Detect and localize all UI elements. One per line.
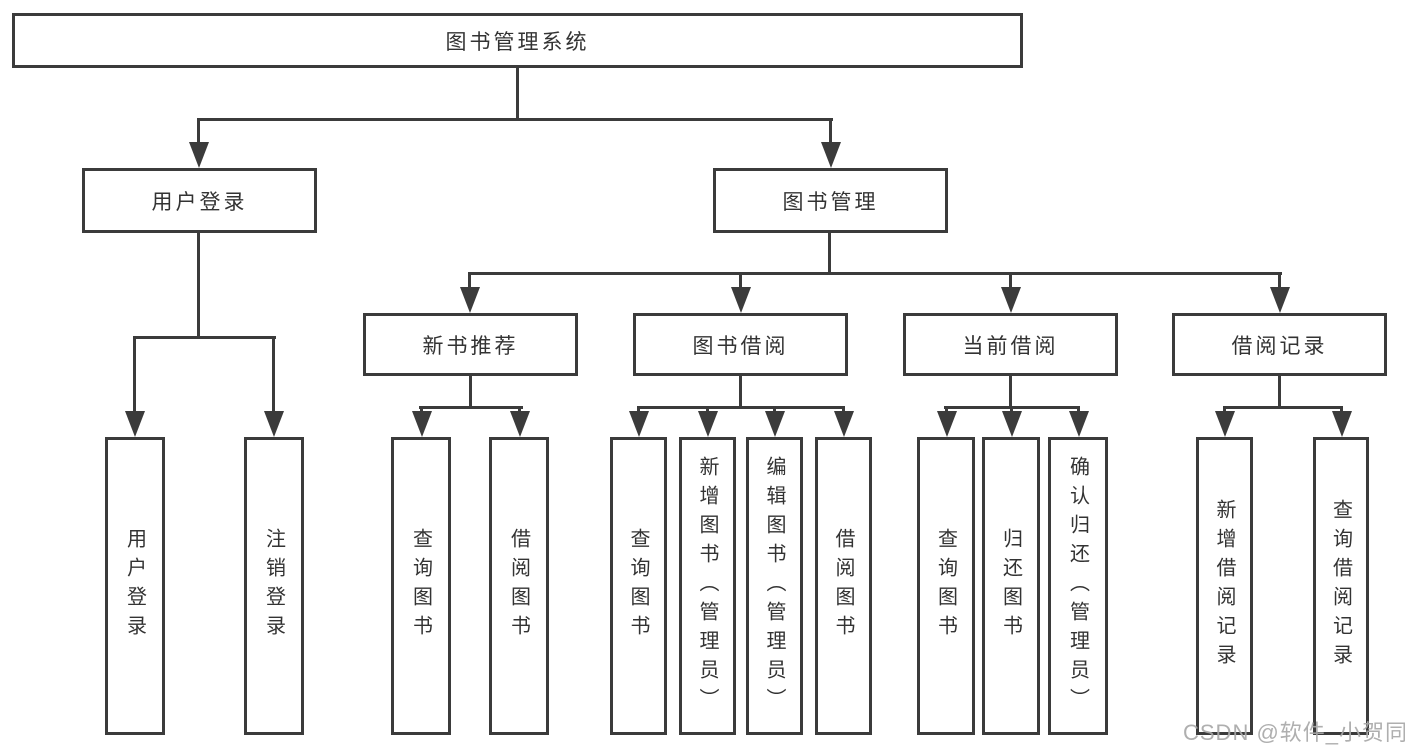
connector-level1-horizontal [197, 118, 833, 121]
node-user-login: 用户登录 [82, 168, 317, 233]
arrow-down-icon [1001, 406, 1022, 437]
leaf-borrow-books-2-label: 借阅图书 [832, 528, 854, 644]
leaf-borrow-books-1: 借阅图书 [489, 437, 549, 735]
connector-bookborrow-stem [739, 376, 742, 409]
leaf-query-books-3: 查询图书 [917, 437, 975, 735]
node-new-book-recommend-label: 新书推荐 [422, 334, 519, 358]
arrow-down-icon [1331, 406, 1352, 437]
leaf-query-borrow-record: 查询借阅记录 [1313, 437, 1369, 735]
leaf-edit-book-admin: 编辑图书（管理员） [746, 437, 803, 735]
arrow-down-icon [833, 406, 854, 437]
arrow-down-icon [820, 120, 841, 168]
node-new-book-recommend: 新书推荐 [363, 313, 578, 376]
arrow-down-icon [124, 338, 145, 437]
node-current-borrow: 当前借阅 [903, 313, 1118, 376]
arrow-down-icon [509, 406, 530, 437]
connector-book-mgmt-stem [828, 233, 831, 275]
node-book-management: 图书管理 [713, 168, 948, 233]
connector-user-login-horizontal [133, 336, 276, 339]
node-borrow-records-label: 借阅记录 [1231, 334, 1328, 358]
arrow-down-icon [411, 406, 432, 437]
leaf-query-books-1: 查询图书 [391, 437, 451, 735]
node-book-management-label: 图书管理 [782, 190, 879, 214]
leaf-return-book: 归还图书 [982, 437, 1040, 735]
leaf-user-login-label: 用户登录 [123, 528, 146, 644]
connector-bookborrow-horizontal [637, 406, 845, 409]
node-root: 图书管理系统 [12, 13, 1023, 68]
leaf-add-book-admin: 新增图书（管理员） [679, 437, 736, 735]
leaf-add-borrow-record: 新增借阅记录 [1196, 437, 1253, 735]
connector-records-stem [1278, 376, 1281, 409]
arrow-down-icon [1068, 406, 1089, 437]
leaf-user-login: 用户登录 [105, 437, 165, 735]
leaf-logout-label: 注销登录 [262, 528, 285, 644]
watermark-text: CSDN @软件_小贺同学 [1183, 720, 1405, 745]
arrow-down-icon [730, 274, 751, 313]
arrow-down-icon [697, 406, 718, 437]
arrow-down-icon [1269, 274, 1290, 313]
arrow-down-icon [1214, 406, 1235, 437]
leaf-confirm-return-admin-label: 确认归还（管理员） [1066, 455, 1089, 717]
arrow-down-icon [188, 120, 209, 168]
node-user-login-label: 用户登录 [151, 190, 248, 214]
node-book-borrow-label: 图书借阅 [692, 334, 789, 358]
leaf-edit-book-admin-label: 编辑图书（管理员） [763, 455, 785, 717]
arrow-down-icon [263, 338, 284, 437]
connector-records-horizontal [1223, 406, 1343, 409]
node-root-label: 图书管理系统 [445, 30, 590, 54]
arrow-down-icon [628, 406, 649, 437]
arrow-down-icon [459, 274, 480, 313]
connector-user-login-stem [197, 232, 200, 339]
leaf-query-borrow-record-label: 查询借阅记录 [1329, 499, 1352, 673]
arrow-down-icon [936, 406, 957, 437]
leaf-return-book-label: 归还图书 [999, 528, 1022, 644]
leaf-confirm-return-admin: 确认归还（管理员） [1048, 437, 1108, 735]
leaf-logout: 注销登录 [244, 437, 304, 735]
connector-root-stem [516, 68, 519, 121]
leaf-add-book-admin-label: 新增图书（管理员） [696, 455, 718, 717]
connector-currentborrow-stem [1009, 376, 1012, 409]
node-borrow-records: 借阅记录 [1172, 313, 1387, 376]
leaf-add-borrow-record-label: 新增借阅记录 [1213, 499, 1235, 673]
connector-level2-horizontal [468, 272, 1282, 275]
connector-newbook-horizontal [419, 406, 523, 409]
node-book-borrow: 图书借阅 [633, 313, 848, 376]
arrow-down-icon [1000, 274, 1021, 313]
leaf-query-books-2-label: 查询图书 [627, 528, 649, 644]
leaf-borrow-books-1-label: 借阅图书 [507, 528, 530, 644]
leaf-query-books-3-label: 查询图书 [934, 528, 957, 644]
node-current-borrow-label: 当前借阅 [962, 334, 1059, 358]
leaf-query-books-2: 查询图书 [610, 437, 667, 735]
connector-newbook-stem [469, 376, 472, 409]
leaf-borrow-books-2: 借阅图书 [815, 437, 872, 735]
leaf-query-books-1-label: 查询图书 [409, 528, 432, 644]
arrow-down-icon [764, 406, 785, 437]
